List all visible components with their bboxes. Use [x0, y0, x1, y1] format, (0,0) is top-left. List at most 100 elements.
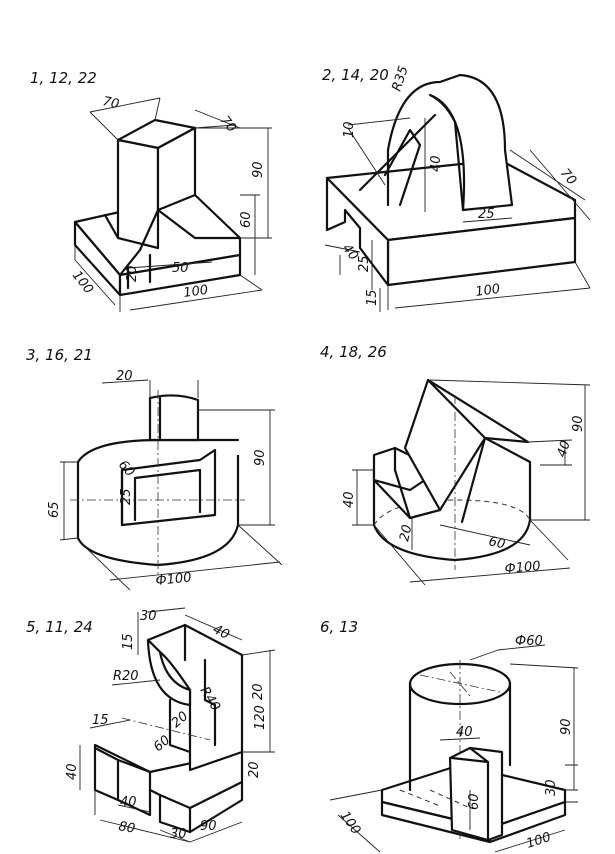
fig4-dim-label: 90 [571, 415, 586, 432]
fig1-dim-50 [127, 261, 213, 269]
fig5-dim-label: 30 [170, 827, 187, 842]
figure-1-label: 1, 12, 22 [30, 69, 97, 87]
fig1-dim-90 [195, 127, 272, 239]
fig5-dim-label: 15 [121, 633, 136, 650]
fig1-dim-label: 70 [101, 94, 120, 112]
fig2-dim-label: 25 [357, 255, 372, 272]
fig2-arch-faces [386, 93, 465, 212]
figure-6-label: 6, 13 [320, 618, 358, 636]
fig3-dim-label: 90 [253, 449, 268, 466]
fig4-dim-60 [439, 524, 531, 546]
fig4-wedge [403, 378, 530, 512]
fig2-dim-10 [347, 117, 411, 186]
fig3-dim-d100 [77, 524, 283, 591]
fig3-slot-inner [120, 468, 202, 527]
fig5-dim-label: 20 [251, 683, 266, 700]
fig5-base [93, 743, 244, 834]
fig6-dim-40 [439, 737, 481, 741]
fig1-dim-70a [89, 97, 161, 141]
figure-2-label: 2, 14, 20 [322, 66, 389, 84]
fig3-dim-label: 25 [119, 488, 134, 505]
figure-6: 6, 13 Ф60 90 40 30 60 100 100 [320, 618, 579, 853]
fig1-column-side [156, 126, 197, 212]
fig1-dim-70b [194, 109, 241, 129]
fig4-dim-d100 [373, 519, 571, 586]
fig1-dim-label: 50 [172, 261, 189, 276]
fig2-dim-70 [509, 149, 591, 221]
fig4-dim-90 [429, 379, 591, 521]
fig6-dim-label: 30 [544, 779, 559, 796]
fig4-dim-label: 20 [397, 524, 415, 543]
fig2-arch [386, 73, 514, 212]
fig2-dim-100 [387, 261, 591, 310]
fig5-dim-label: 40 [120, 795, 137, 810]
fig2-dim-label: 40 [429, 155, 444, 172]
fig3-centerlines [70, 390, 245, 580]
fig4-dim-label: 40 [342, 491, 357, 508]
fig3-dim-label: 65 [47, 501, 62, 518]
fig5-dim-label: 80 [117, 819, 136, 837]
fig5-centerline [121, 717, 211, 741]
fig5-upright [146, 623, 244, 772]
figure-5-label: 5, 11, 24 [26, 618, 93, 636]
fig5-dim-label: 20 [247, 761, 262, 778]
fig4-dim-40b [352, 469, 374, 526]
fig5-dim-label: 90 [200, 819, 217, 834]
fig3-dim-label: 20 [116, 369, 133, 384]
fig4-dim-label: Ф100 [504, 559, 541, 577]
fig1-dim-label: 90 [251, 161, 266, 178]
fig4-dim-40 [527, 439, 573, 466]
fig2-dim-25-15 [371, 240, 381, 312]
fig2-dim-25 [462, 217, 513, 223]
fig5-dim-label: 30 [140, 609, 157, 624]
fig1-dim-label: 100 [69, 268, 96, 297]
fig5-dim-label: 40 [210, 622, 231, 643]
fig1-dim-label: 70 [217, 113, 239, 135]
fig3-dim-65 [59, 461, 79, 541]
fig5-dim-30-90 [159, 821, 243, 843]
fig5-dim-15-40 [79, 719, 131, 790]
fig5-u-slot [146, 638, 192, 707]
fig5-dim-40-80 [94, 790, 191, 843]
fig3-dim-20 [101, 379, 199, 398]
fig4-wedge-edges [426, 378, 532, 524]
fig6-dim-100a [329, 789, 383, 853]
fig4-hidden-base [373, 499, 531, 526]
fig4-dim-label: 60 [487, 534, 506, 552]
fig5-dim-label: 15 [92, 713, 109, 728]
fig2-dim-label: 10 [342, 121, 357, 138]
fig1-dim-100 [74, 245, 263, 312]
fig2-dim-40b [324, 244, 361, 275]
fig5-dim-label: 120 [253, 705, 268, 730]
fig2-base-left-slot [325, 176, 390, 287]
fig5-dim-label: 40 [65, 763, 80, 780]
fig6-dim-100b [494, 829, 566, 853]
fig3-dim-label: Ф100 [155, 570, 192, 589]
figure-4: 4, 18, 26 90 40 40 20 60 Ф100 [320, 343, 591, 586]
figure-2: 2, 14, 20 R35 10 40 70 25 40 25 15 100 [322, 64, 591, 312]
fig6-dim-label: 60 [467, 793, 482, 810]
fig6-dim-90 [509, 663, 579, 791]
fig6-dim-label: 90 [559, 718, 574, 735]
fig1-dim-label: 60 [239, 211, 254, 228]
figure-3: 3, 16, 21 20 60 90 25 65 Ф100 [26, 346, 283, 591]
fig5-dim-40 [184, 614, 243, 641]
fig5-dim-label: 20 [169, 709, 191, 731]
fig1-dim-label: 100 [182, 283, 209, 301]
fig6-cylinder-sides [408, 682, 512, 792]
figure-4-label: 4, 18, 26 [320, 343, 387, 361]
figure-1: 1, 12, 22 70 70 90 60 100 20 50 100 [30, 69, 272, 312]
fig1-notch [126, 253, 152, 290]
fig5-dim-r20 [111, 679, 161, 686]
fig5-rib [168, 623, 217, 754]
fig5-dim-120 [241, 649, 276, 753]
fig1-ribs [103, 208, 242, 277]
figure-5: 5, 11, 24 30 15 40 R20 R40 20 120 15 20 … [26, 607, 276, 843]
fig4-dim-label: 40 [555, 439, 574, 459]
fig2-dim-label: 15 [365, 289, 380, 306]
fig6-hidden-lines [399, 789, 471, 809]
fig2-inclined-slot [358, 113, 437, 207]
fig5-dim-30-15 [137, 607, 186, 655]
fig2-dim-label: 25 [478, 207, 495, 222]
